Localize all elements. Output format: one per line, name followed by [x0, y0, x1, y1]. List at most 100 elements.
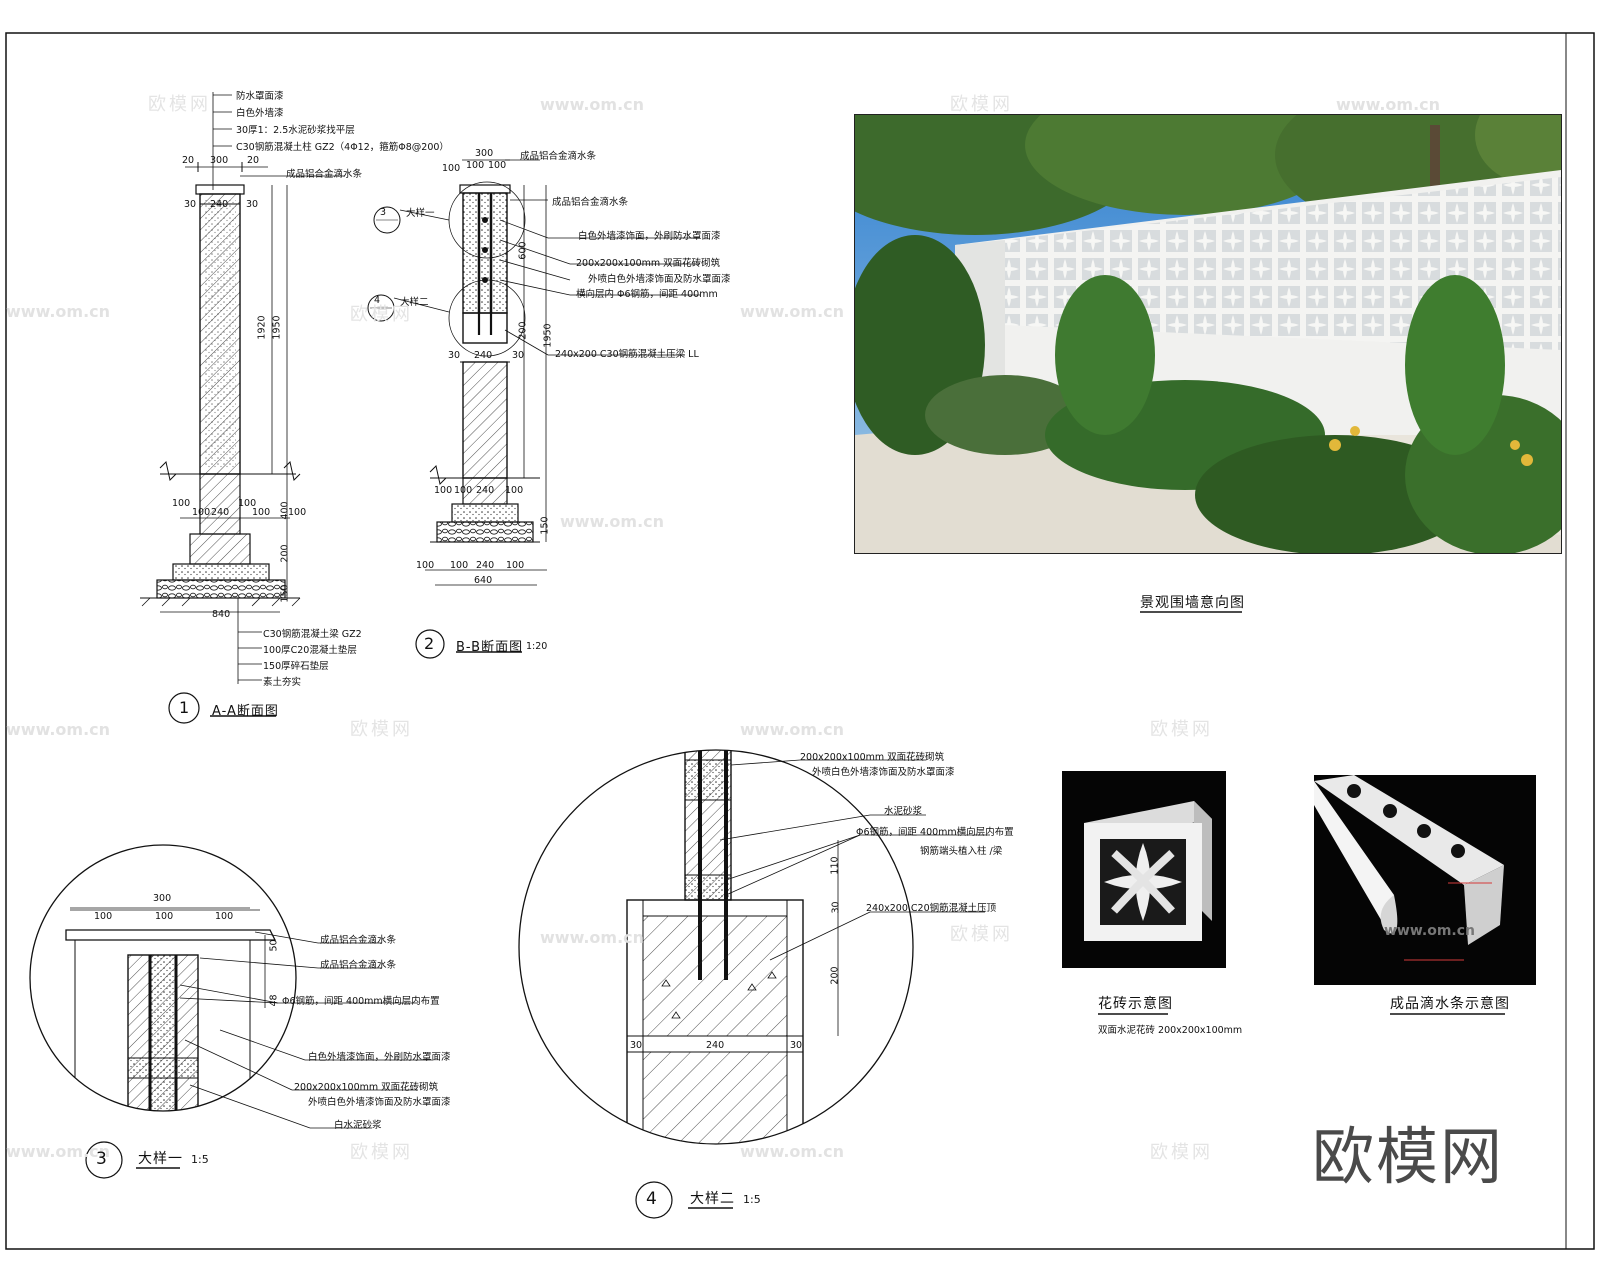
dim-label: 20	[182, 155, 195, 166]
dim-label: 100	[288, 507, 307, 518]
dim-label: 100	[506, 560, 525, 571]
watermark: www.om.cn	[740, 1142, 845, 1161]
dim-label: 100	[238, 498, 257, 509]
dim-label: 240	[706, 1040, 725, 1051]
section-number: 1	[179, 698, 191, 717]
dim-label: 150	[539, 516, 551, 535]
dim-label: 30	[512, 350, 525, 361]
dim-label: 840	[212, 609, 231, 620]
watermark: 欧模网	[1150, 719, 1213, 740]
dim-label: 100	[505, 485, 524, 496]
detail-4	[518, 749, 990, 1219]
dim-label: 150	[279, 584, 291, 603]
note: Φ6钢筋，间距 400mm横向层内布置	[282, 996, 440, 1007]
note: Φ6钢筋，间距 400mm横向层内布置	[856, 827, 1014, 838]
note: C30钢筋混凝土梁 GZ2	[263, 629, 362, 640]
watermark: 欧模网	[350, 719, 413, 740]
detail-3	[29, 844, 432, 1179]
dim-label: 30	[448, 350, 461, 361]
dim-label: 1950	[542, 323, 554, 348]
dim-label: 30	[830, 901, 842, 914]
note: 成品铝合金滴水条	[320, 960, 397, 971]
note: C30钢筋混凝土柱 GZ2（4Φ12，箍筋Φ8@200）	[236, 142, 449, 153]
dim-label: 600	[517, 241, 529, 260]
callout-label: 大样二	[400, 297, 429, 308]
dim-label: 300	[210, 155, 229, 166]
dim-label: 100	[172, 498, 191, 509]
detail-number: 4	[646, 1189, 658, 1209]
sheet-frame	[5, 32, 1595, 1250]
note: 素土夯实	[263, 677, 302, 688]
watermark: 欧模网	[350, 1142, 413, 1163]
note: 成品铝合金滴水条	[552, 197, 629, 208]
watermark: 欧模网	[1150, 1142, 1213, 1163]
note: 150厚碎石垫层	[263, 661, 329, 672]
dim-label: 30	[790, 1040, 803, 1051]
watermark: www.om.cn	[740, 720, 845, 739]
note: 成品铝合金滴水条	[286, 169, 363, 180]
dim-label: 200	[279, 544, 291, 563]
note: 外喷白色外墙漆饰面及防水罩面漆	[812, 767, 955, 778]
note: 防水罩面漆	[236, 91, 284, 102]
dim-label: 50	[268, 939, 280, 952]
section-title: A-A断面图	[212, 704, 279, 719]
dim-label: 240	[210, 199, 229, 210]
dim-label: 240	[476, 560, 495, 571]
watermark: 欧模网	[950, 924, 1013, 945]
note: 200x200x100mm 双面花砖砌筑	[800, 752, 945, 763]
callout-label: 大样一	[406, 208, 435, 219]
dim-label: 30	[630, 1040, 643, 1051]
breeze-block-photo	[1062, 771, 1226, 968]
brick-caption: 花砖示意图	[1098, 996, 1173, 1012]
dim-label: 100	[215, 911, 234, 922]
dim-label: 640	[474, 575, 493, 586]
dim-label: 300	[153, 893, 172, 904]
dim-label: 100	[434, 485, 453, 496]
scale-label: 1:20	[526, 641, 548, 652]
note: 横向层内 Φ6钢筋，间距 400mm	[576, 289, 718, 300]
watermark: www.om.cn	[540, 928, 645, 947]
dim-label: 20	[247, 155, 260, 166]
note: 成品铝合金滴水条	[320, 935, 397, 946]
drip-caption: 成品滴水条示意图	[1390, 996, 1510, 1012]
note: 成品铝合金滴水条	[520, 151, 597, 162]
dim-label: 100	[416, 560, 435, 571]
watermark: www.om.cn	[1336, 95, 1441, 114]
callout-number: 3	[380, 207, 387, 218]
dim-label: 100	[442, 163, 461, 174]
dim-label: 110	[829, 856, 841, 875]
dim-label: 1920	[256, 315, 268, 340]
dim-label: 100	[488, 160, 507, 171]
watermark: www.om.cn	[540, 95, 645, 114]
dim-label: 100	[450, 560, 469, 571]
watermark: www.om.cn	[6, 720, 111, 739]
scale-label: 1:5	[191, 1153, 209, 1166]
dim-label: 48	[268, 994, 280, 1007]
dim-label: 240	[476, 485, 495, 496]
dim-label: 100	[252, 507, 271, 518]
dim-label: 100	[466, 160, 485, 171]
note: 白色外墙漆饰面，外刷防水罩面漆	[308, 1052, 451, 1063]
note: 外喷白色外墙漆饰面及防水罩面漆	[308, 1097, 451, 1108]
note: 240x200 C30钢筋混凝土压梁 LL	[555, 349, 699, 360]
brand-logo-text: 欧模网	[1312, 1120, 1505, 1193]
dim-label: 30	[184, 199, 197, 210]
note: 白水泥砂浆	[334, 1120, 382, 1131]
note: 100厚C20混凝土垫层	[263, 645, 357, 656]
dim-label: 100	[192, 507, 211, 518]
landscape-wall-render	[854, 114, 1562, 554]
dim-label: 240	[474, 350, 493, 361]
watermark: www.om.cn	[6, 1142, 111, 1161]
note: 200x200x100mm 双面花砖砌筑	[576, 258, 721, 269]
note: 30厚1：2.5水泥砂浆找平层	[236, 125, 355, 136]
dim-label: 100	[155, 911, 174, 922]
dim-label: 100	[454, 485, 473, 496]
note: 白色外墙漆	[236, 108, 284, 119]
note: 200x200x100mm 双面花砖砌筑	[294, 1082, 439, 1093]
dim-label: 1950	[271, 315, 283, 340]
note: 水泥砂浆	[884, 806, 923, 817]
dim-label: 30	[246, 199, 259, 210]
detail-number: 3	[96, 1149, 108, 1169]
note: 白色外墙漆饰面，外刷防水罩面漆	[578, 231, 721, 242]
brick-spec: 双面水泥花砖 200x200x100mm	[1098, 1025, 1243, 1036]
